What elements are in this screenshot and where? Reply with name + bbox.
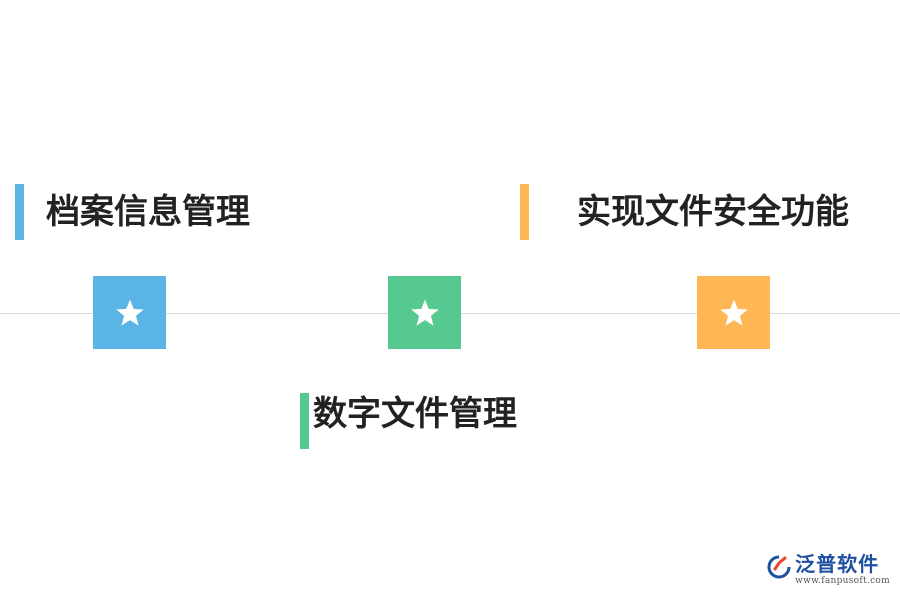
star-icon [719, 299, 748, 326]
logo-name: 泛普软件 [795, 552, 880, 576]
accent-bar-1 [15, 184, 24, 240]
star-icon [115, 299, 144, 326]
logo-url: www.fanpusoft.com [795, 576, 890, 586]
item-label-2: 数字文件管理 [313, 394, 517, 434]
logo-mark-icon [767, 555, 791, 579]
star-box-3 [697, 276, 770, 349]
accent-bar-3 [520, 184, 529, 240]
star-icon [410, 299, 439, 326]
item-label-1: 档案信息管理 [46, 192, 250, 232]
item-label-3: 实现文件安全功能 [577, 192, 849, 232]
accent-bar-2 [300, 393, 309, 449]
star-box-2 [388, 276, 461, 349]
star-box-1 [93, 276, 166, 349]
brand-logo: 泛普软件 www.fanpusoft.com [766, 552, 890, 586]
